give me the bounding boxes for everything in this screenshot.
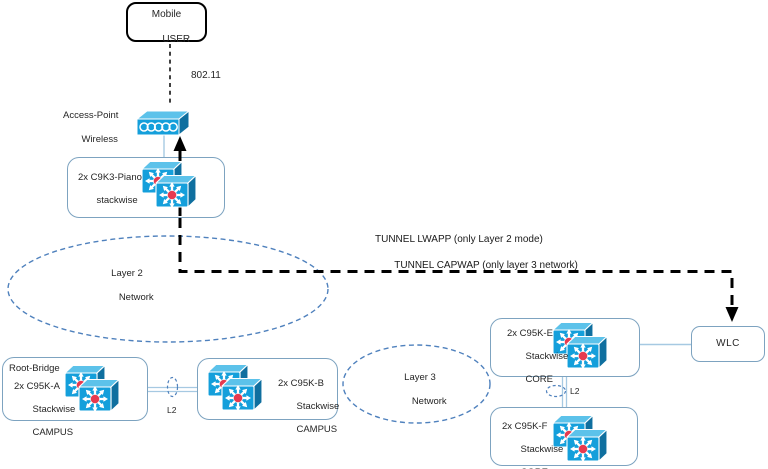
access-point-icon — [136, 110, 190, 136]
campus-b-label: 2x C95K-B Stackwise CAMPUS — [278, 378, 339, 436]
wireless-link-label: 802.11 — [191, 70, 221, 81]
campus-b-line3: CAMPUS — [296, 424, 338, 436]
core-f-line3: CORE — [520, 467, 547, 469]
c9k3-switch-stack-icon — [141, 160, 198, 210]
layer2-line2: Network — [118, 291, 154, 303]
user-line: USER — [162, 34, 191, 45]
mobile-user-box — [126, 2, 207, 42]
tunnel-dashed-path — [178, 218, 734, 308]
layer3-line2: Network — [411, 395, 447, 407]
campus-a-to-campus-b-link — [148, 386, 197, 393]
campus-a-title: Root-Bridge — [9, 363, 60, 374]
tunnel-arrowhead-up — [173, 136, 187, 151]
campus-b-line2: Stackwise — [296, 401, 340, 413]
layer2-cloud-label: Layer 2 Network — [87, 268, 167, 303]
campus-b-line1: 2x C95K-B — [278, 378, 324, 389]
c9k3-line2: stackwise — [96, 195, 138, 207]
c9k3-line1: 2x C9K3-Piano — [78, 172, 142, 183]
core-e-line2: Stackwise — [525, 351, 569, 363]
layer3-network-cloud — [342, 344, 491, 424]
core-f-label: 2x C95K-F Stackwise CORE — [502, 421, 563, 469]
wlc-box — [691, 326, 765, 362]
campus-a-line1: 2x C95K-A — [14, 381, 60, 392]
tunnel-arrowhead-down — [725, 307, 739, 322]
core-e-to-core-f-link — [561, 377, 568, 407]
core-e-line1: 2x C95K-E — [507, 328, 553, 339]
ap-label-line2: Wireless — [81, 133, 118, 145]
core-f-line1: 2x C95K-F — [502, 421, 548, 432]
core-f-line2: Stackwise — [520, 444, 564, 456]
campus-l2-ellipse — [166, 376, 179, 398]
tunnel-line1: TUNNEL LWAPP (only Layer 2 mode) — [375, 234, 543, 245]
layer2-network-cloud — [7, 235, 329, 343]
core-e-label: 2x C95K-E Stackwise CORE — [507, 328, 568, 386]
tunnel-note-label: TUNNEL LWAPP (only Layer 2 mode) TUNNEL … — [375, 233, 578, 272]
core-l2-ellipse — [545, 384, 567, 398]
layer2-line1: Layer 2 — [111, 268, 143, 279]
tunnel-line2: TUNNEL CAPWAP (only layer 3 network) — [394, 260, 578, 271]
layer3-cloud-label: Layer 3 Network — [380, 372, 460, 407]
campus-a-line3: CAMPUS — [32, 427, 74, 439]
wlc-label: WLC — [716, 338, 740, 349]
core-e-line3: CORE — [525, 374, 553, 386]
core-l2-label: L2 — [570, 386, 580, 396]
mobile-line: Mobile — [151, 9, 182, 20]
campus-a-label: 2x C95K-A Stackwise CAMPUS — [14, 381, 75, 439]
campus-a-line2: Stackwise — [32, 404, 76, 416]
ap-label-line1: Access-Point — [63, 110, 119, 121]
layer3-line1: Layer 3 — [404, 372, 436, 383]
mobile-user-label: Mobile USER — [126, 9, 207, 47]
campus-b-switch-stack-icon — [207, 363, 264, 413]
campus-l2-label: L2 — [167, 405, 177, 415]
c9k3-stack-label: 2x C9K3-Piano stackwise — [78, 172, 142, 207]
access-point-label: Access-Point Wireless — [63, 110, 118, 145]
